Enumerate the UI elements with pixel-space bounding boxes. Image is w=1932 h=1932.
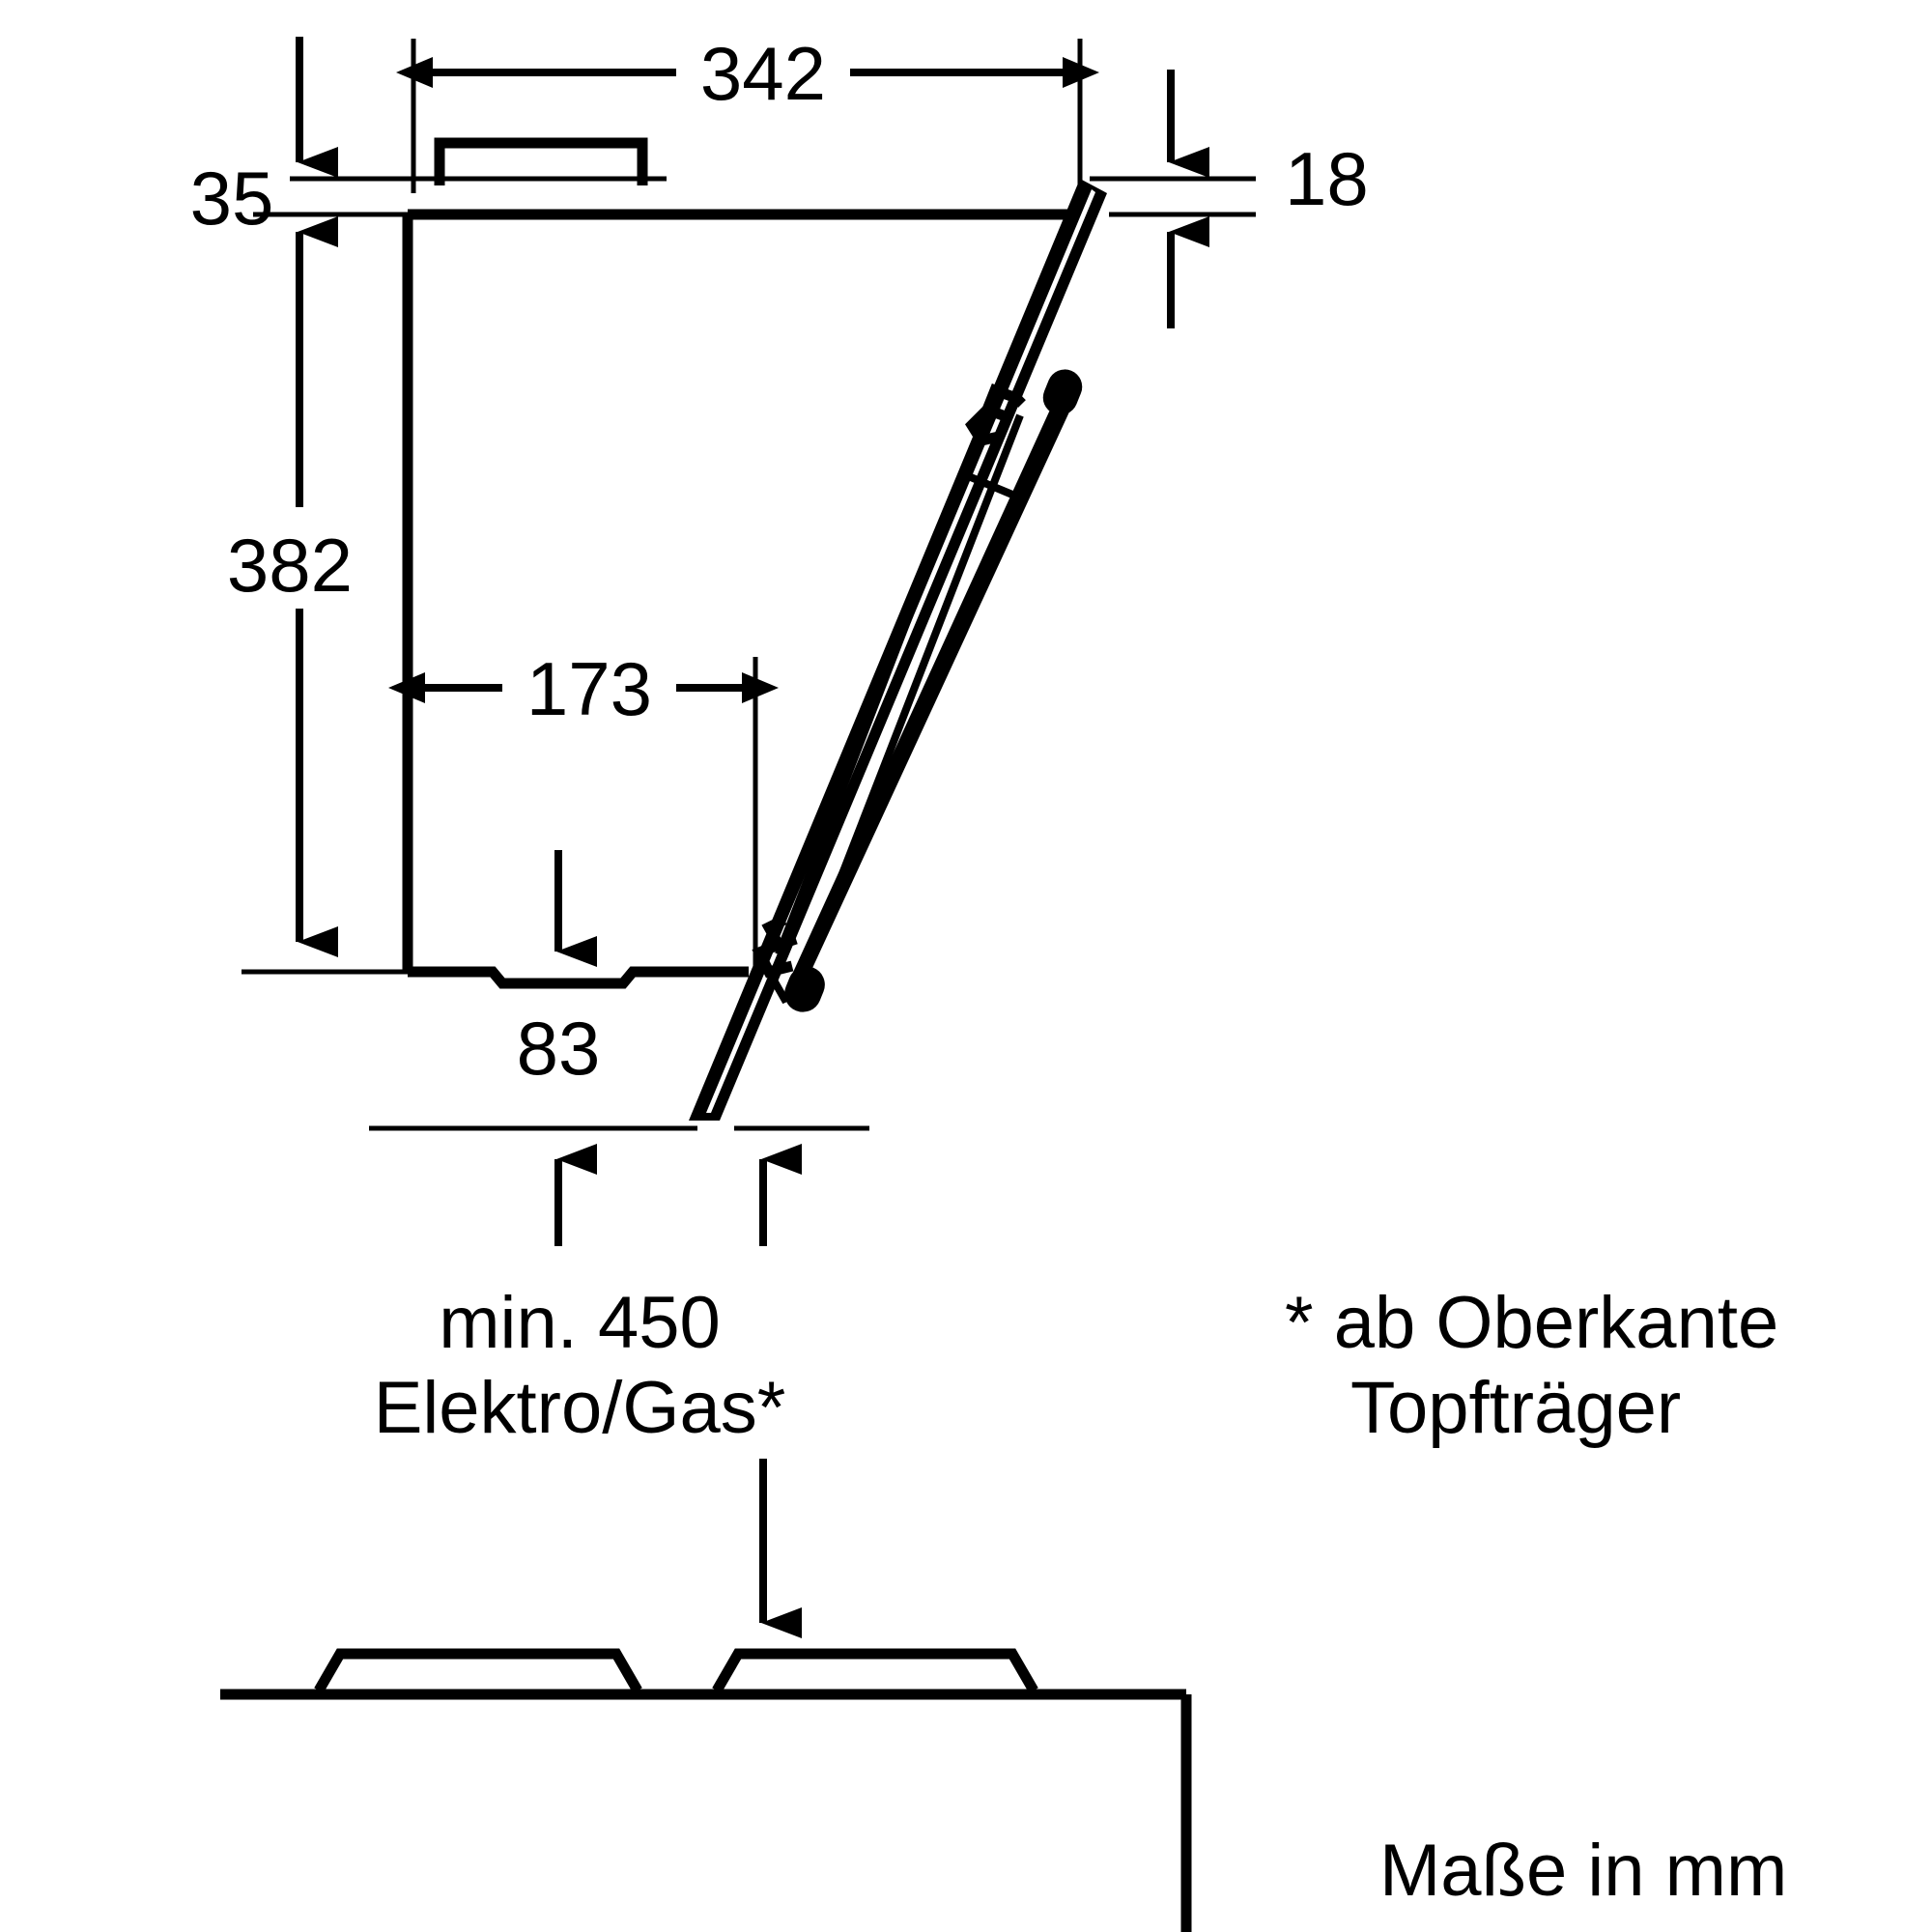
hinge-plate xyxy=(960,439,1014,498)
inner-channel-line-a xyxy=(803,413,1024,968)
dim-label-342: 342 xyxy=(700,31,826,116)
cooktop-assembly xyxy=(220,1648,1192,1932)
dim-label-83: 83 xyxy=(517,1006,601,1091)
dimension-83: 83 xyxy=(369,850,869,1131)
hood-body-outline xyxy=(402,137,1067,989)
bottom-hook-lower xyxy=(752,939,794,979)
dimension-382: 382 xyxy=(227,242,408,975)
min-distance-label-line2: Elektro/Gas* xyxy=(374,1367,786,1449)
top-hinge-bracket xyxy=(960,369,1083,498)
bottom-hook-upper xyxy=(761,915,798,952)
units-note-label: Maße in mm xyxy=(1379,1830,1787,1912)
frame-top-cap xyxy=(1042,369,1083,415)
hinge-hook-lower xyxy=(965,406,1001,447)
dimension-min450 xyxy=(554,1144,802,1638)
dimension-173: 173 xyxy=(388,646,779,976)
dim-label-173: 173 xyxy=(526,646,652,731)
duct-outlet-shape xyxy=(434,137,648,185)
pot-support-left xyxy=(314,1648,642,1693)
frame-bottom-cap xyxy=(784,966,825,1012)
dimension-342: 342 xyxy=(396,31,1099,193)
dimension-18: 18 xyxy=(1090,70,1369,328)
hinge-hook-upper xyxy=(980,384,1026,421)
dim-label-18: 18 xyxy=(1285,136,1369,221)
dimension-35: 35 xyxy=(190,37,667,367)
bottom-hinge-bracket xyxy=(752,915,825,1012)
hood-bottom-plate xyxy=(408,966,749,989)
inner-channel-line-b xyxy=(775,402,995,956)
tilted-glass-panel xyxy=(689,179,1107,1121)
pot-support-right xyxy=(712,1648,1038,1693)
dim-label-35: 35 xyxy=(190,156,274,241)
footnote-label-line2: Topfträger xyxy=(1350,1367,1681,1449)
dim-label-382: 382 xyxy=(227,523,353,608)
footnote-label-line1: * ab Oberkante xyxy=(1285,1282,1778,1364)
min-distance-label-line1: min. 450 xyxy=(439,1282,721,1364)
